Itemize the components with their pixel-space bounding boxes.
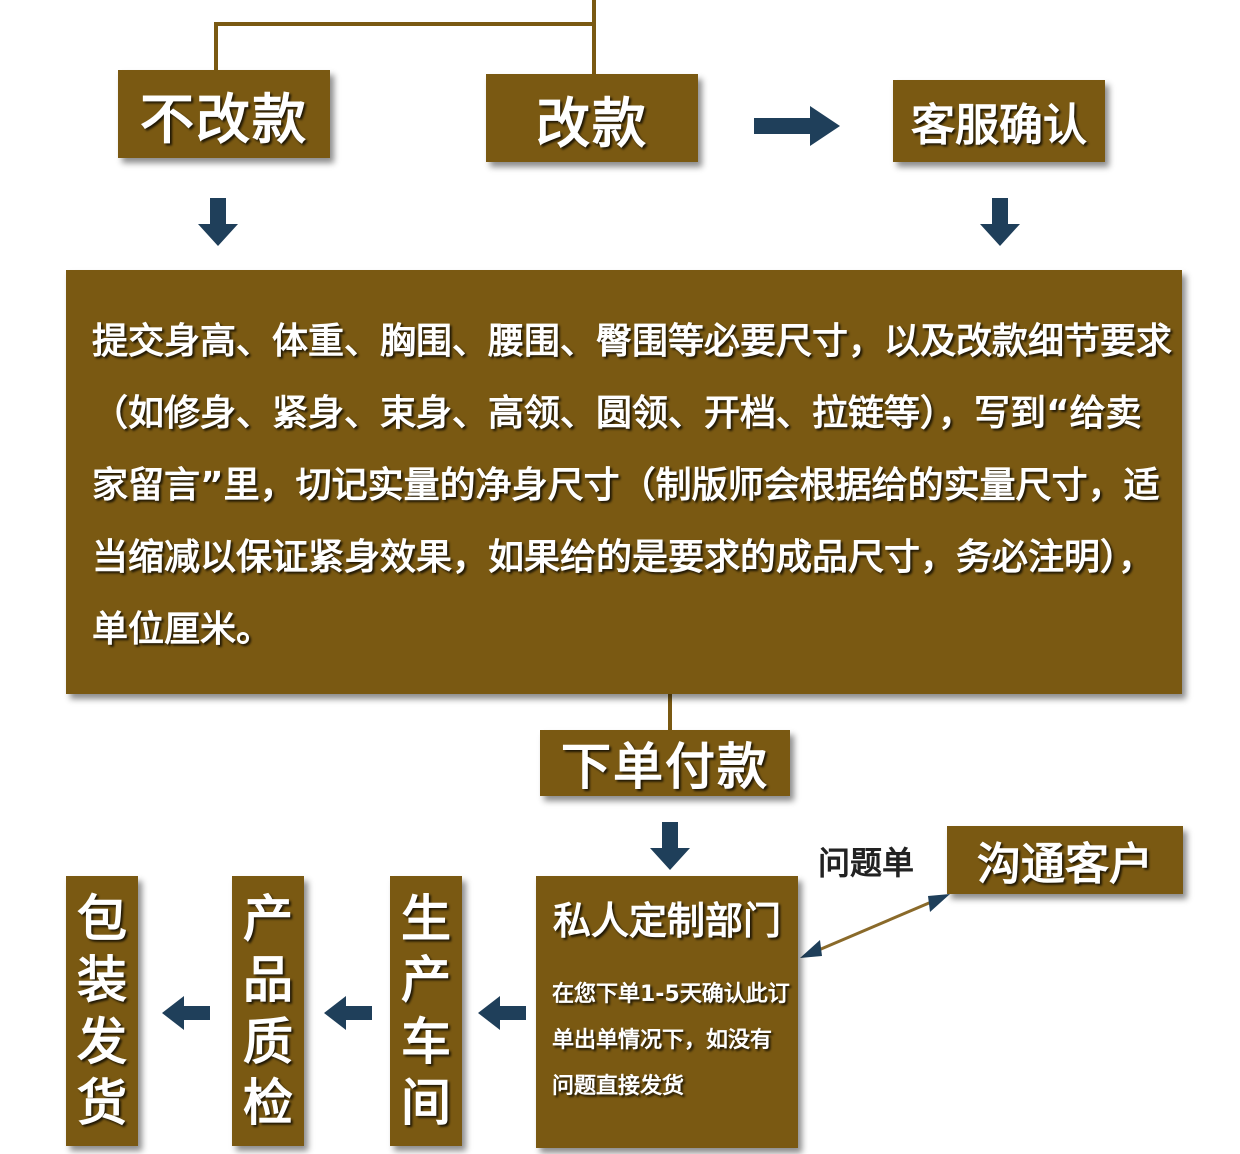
left-arrow-icon: [478, 996, 526, 1030]
no-change-label: 不改款: [140, 87, 308, 151]
instruction-box: [66, 270, 1182, 694]
qc-char: 品: [243, 951, 293, 1010]
left-arrow-icon: [162, 996, 210, 1030]
ship-char: 发: [77, 1012, 127, 1071]
down-arrow-icon: [198, 198, 238, 246]
workshop-char: 车: [401, 1012, 451, 1071]
ship-char: 包: [77, 889, 127, 948]
qc-char: 产: [243, 889, 293, 948]
order-connector-vertical: [668, 694, 672, 730]
production-workshop-box: 生 产 车 间: [390, 876, 462, 1146]
custom-department-note: 在您下单1-5天确认此订单出单情况下，如没有问题直接发货: [552, 982, 790, 1099]
qc-char: 检: [243, 1074, 293, 1133]
down-arrow-icon: [980, 198, 1020, 246]
left-connector-vertical: [214, 22, 218, 74]
custom-department-box: [536, 876, 798, 1148]
top-connector-vertical: [592, 0, 596, 76]
top-connector-horizontal: [214, 22, 596, 26]
workshop-char: 间: [401, 1074, 451, 1133]
cs-confirm-label: 客服确认: [911, 100, 1087, 151]
left-arrow-icon: [324, 996, 372, 1030]
contact-customer-box: 沟通客户: [947, 826, 1183, 894]
double-headed-arrow-icon: [800, 894, 950, 958]
pack-ship-box: 包 装 发 货: [66, 876, 138, 1146]
issue-label: 问题单: [818, 844, 915, 882]
change-label: 改款: [536, 91, 648, 155]
workshop-char: 生: [401, 889, 451, 948]
cs-confirm-box: 客服确认: [893, 80, 1105, 162]
contact-customer-label: 沟通客户: [977, 839, 1153, 890]
order-pay-box: 下单付款: [540, 730, 790, 796]
workshop-char: 产: [401, 951, 451, 1010]
custom-department-title: 私人定制部门: [552, 899, 781, 943]
right-arrow-icon: [754, 106, 840, 146]
order-pay-label: 下单付款: [561, 738, 769, 796]
down-arrow-icon: [650, 822, 690, 870]
quality-check-box: 产 品 质 检: [232, 876, 304, 1146]
ship-char: 货: [77, 1074, 127, 1133]
instruction-text: 提交身高、体重、胸围、腰围、臀围等必要尺寸，以及改款细节要求（如修身、紧身、束身…: [92, 321, 1173, 650]
change-box: 改款: [486, 74, 698, 162]
ship-char: 装: [77, 951, 127, 1010]
no-change-box: 不改款: [118, 70, 330, 158]
qc-char: 质: [243, 1012, 293, 1071]
